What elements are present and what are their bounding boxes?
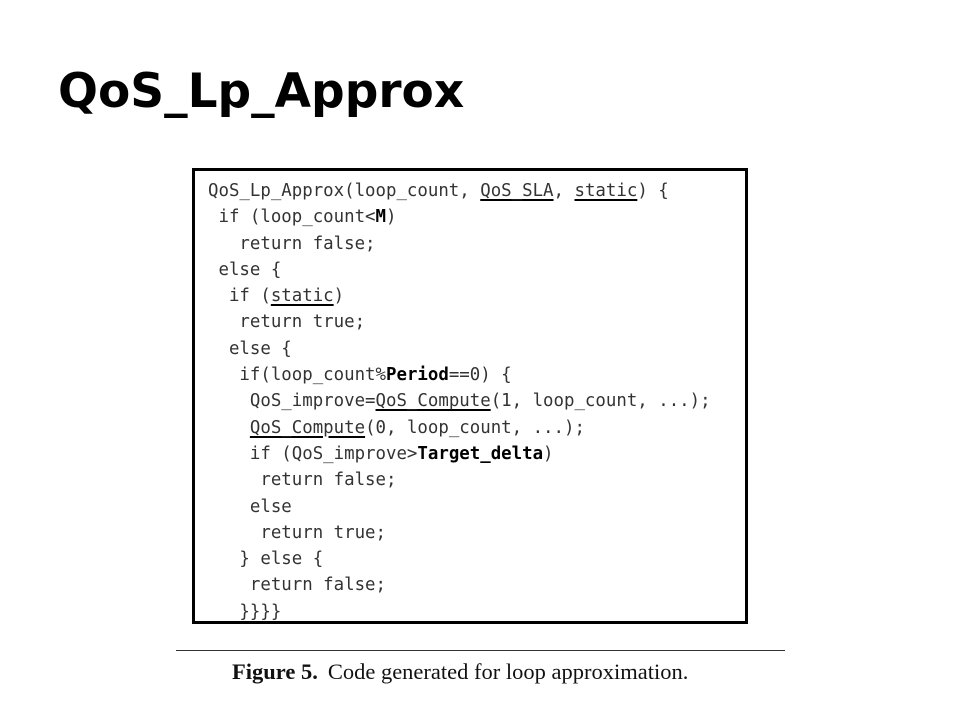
code-line: }}}}	[208, 599, 711, 625]
figure-caption: Figure 5. Code generated for loop approxi…	[232, 657, 688, 687]
code-text: )	[543, 443, 554, 464]
code-listing-box: QoS_Lp_Approx(loop_count, QoS_SLA, stati…	[192, 168, 748, 624]
figure-label: Figure 5.	[232, 659, 318, 684]
figure-caption-text: Code generated for loop approximation.	[327, 659, 689, 684]
code-constant: Period	[386, 365, 449, 386]
code-text: QoS_improve=	[208, 391, 376, 412]
code-line: else	[208, 494, 711, 520]
code-text: if (QoS_improve>	[208, 443, 418, 464]
code-line: return false;	[208, 231, 711, 257]
code-text: ,	[553, 181, 575, 201]
code-line: if (loop_count<M)	[208, 204, 711, 230]
code-listing: QoS_Lp_Approx(loop_count, QoS_SLA, stati…	[208, 178, 711, 625]
code-line: QoS_Compute(0, loop_count, ...);	[208, 415, 711, 441]
code-parameter: static	[574, 181, 638, 201]
code-text: (0, loop_count, ...);	[365, 417, 585, 438]
code-parameter: static	[270, 286, 334, 307]
code-text	[208, 418, 250, 438]
code-line: QoS_improve=QoS_Compute(1, loop_count, .…	[208, 388, 711, 414]
code-text: ==0) {	[448, 365, 512, 386]
code-text: else {	[208, 259, 282, 280]
code-parameter: QoS_SLA	[480, 181, 554, 201]
code-line: if (static)	[208, 283, 711, 309]
caption-divider	[176, 650, 785, 651]
code-line: else {	[208, 257, 711, 283]
code-text: if (loop_count<	[208, 207, 376, 228]
code-text: return false;	[208, 233, 376, 254]
code-text: return true;	[208, 312, 366, 333]
code-text: (1, loop_count, ...);	[490, 391, 711, 412]
code-line: if(loop_count%Period==0) {	[208, 362, 711, 388]
code-text: else	[208, 496, 292, 517]
code-text: return false;	[208, 575, 386, 596]
code-text: } else {	[208, 549, 324, 570]
code-line: return false;	[208, 572, 711, 598]
code-text: if (	[208, 286, 271, 307]
code-parameter: QoS_Compute	[249, 417, 366, 438]
code-line: if (QoS_improve>Target_delta)	[208, 441, 711, 467]
code-line: return true;	[208, 520, 711, 546]
code-text: QoS_Lp_Approx(loop_count,	[208, 181, 481, 201]
slide-title: QoS_Lp_Approx	[58, 64, 465, 119]
code-text: else {	[208, 338, 292, 359]
code-constant: Target_delta	[417, 443, 544, 464]
code-line: QoS_Lp_Approx(loop_count, QoS_SLA, stati…	[208, 178, 711, 204]
code-line: else {	[208, 336, 711, 362]
code-text: )	[333, 286, 345, 307]
code-line: } else {	[208, 546, 711, 572]
code-text: if(loop_count%	[208, 365, 386, 386]
code-line: return false;	[208, 467, 711, 493]
code-parameter: QoS_Compute	[375, 391, 491, 412]
code-text: )	[386, 207, 397, 228]
code-line: return true;	[208, 309, 711, 335]
code-text: ) {	[637, 181, 669, 201]
code-text: return true;	[208, 522, 386, 543]
code-text: }}}}	[208, 601, 282, 622]
code-text: return false;	[208, 470, 397, 491]
code-constant: M	[375, 207, 387, 228]
